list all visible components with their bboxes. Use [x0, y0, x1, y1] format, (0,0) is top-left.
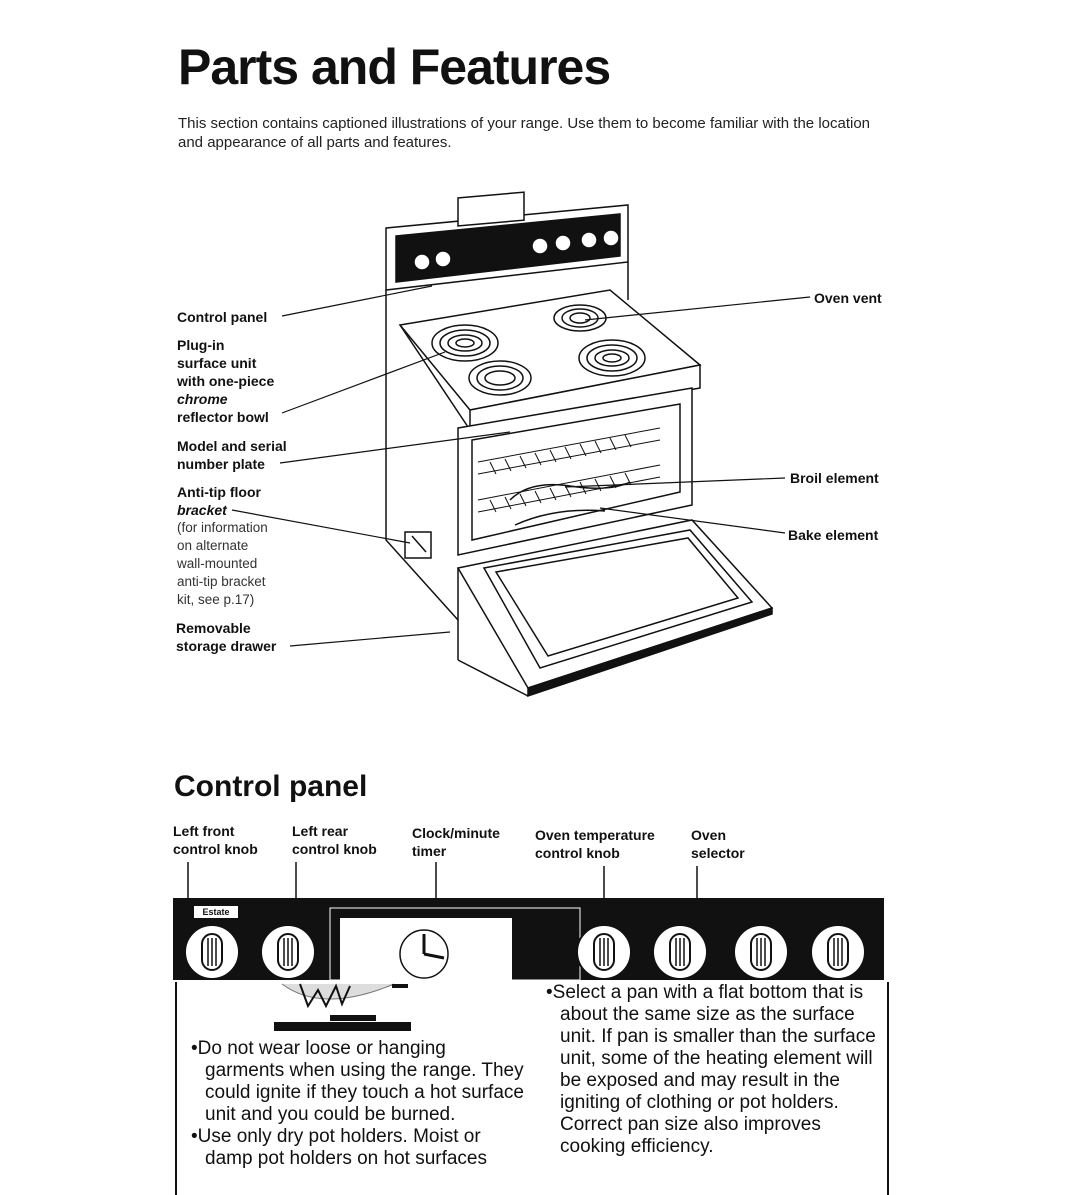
callout-model-plate: Model and serial number plate	[177, 438, 287, 472]
control-panel-heading: Control panel	[174, 770, 368, 803]
label-oven-selector: Oven selector	[691, 827, 745, 861]
label-left-rear-knob: Left rear control knob	[292, 823, 377, 857]
safety-right-column: •Select a pan with a flat bottom that is…	[546, 982, 882, 1158]
safety-bullet-pan-size: •Select a pan with a flat bottom that is…	[546, 982, 876, 1157]
callout-surface-unit: Plug-in surface unit with one-piece chro…	[177, 337, 275, 425]
anti-tip-note: (for information on alternate wall-mount…	[177, 520, 268, 607]
label-clock-timer: Clock/minute timer	[412, 825, 500, 859]
safety-bullet-dry-pot-holders: •Use only dry pot holders. Moist or damp…	[191, 1126, 488, 1169]
safety-bullet-loose-garments: •Do not wear loose or hanging garments w…	[191, 1038, 524, 1125]
callout-storage-drawer: Removable storage drawer	[176, 620, 277, 654]
safety-left-column: •Do not wear loose or hanging garments w…	[191, 1038, 526, 1170]
callout-bake-element: Bake element	[788, 527, 879, 543]
intro-text: This section contains captioned illustra…	[178, 115, 871, 151]
callout-anti-tip-bracket: Anti-tip floor bracket (for information …	[177, 484, 268, 607]
callout-oven-vent: Oven vent	[814, 290, 882, 306]
callout-broil-element: Broil element	[790, 470, 879, 486]
label-oven-temp-knob: Oven temperature control knob	[535, 827, 655, 861]
page-title: Parts and Features	[178, 39, 611, 95]
label-left-front-knob: Left front control knob	[173, 823, 258, 857]
callout-control-panel: Control panel	[177, 309, 268, 325]
brand-label: Estate	[202, 907, 229, 917]
pan-flame-illustration	[274, 983, 411, 1031]
